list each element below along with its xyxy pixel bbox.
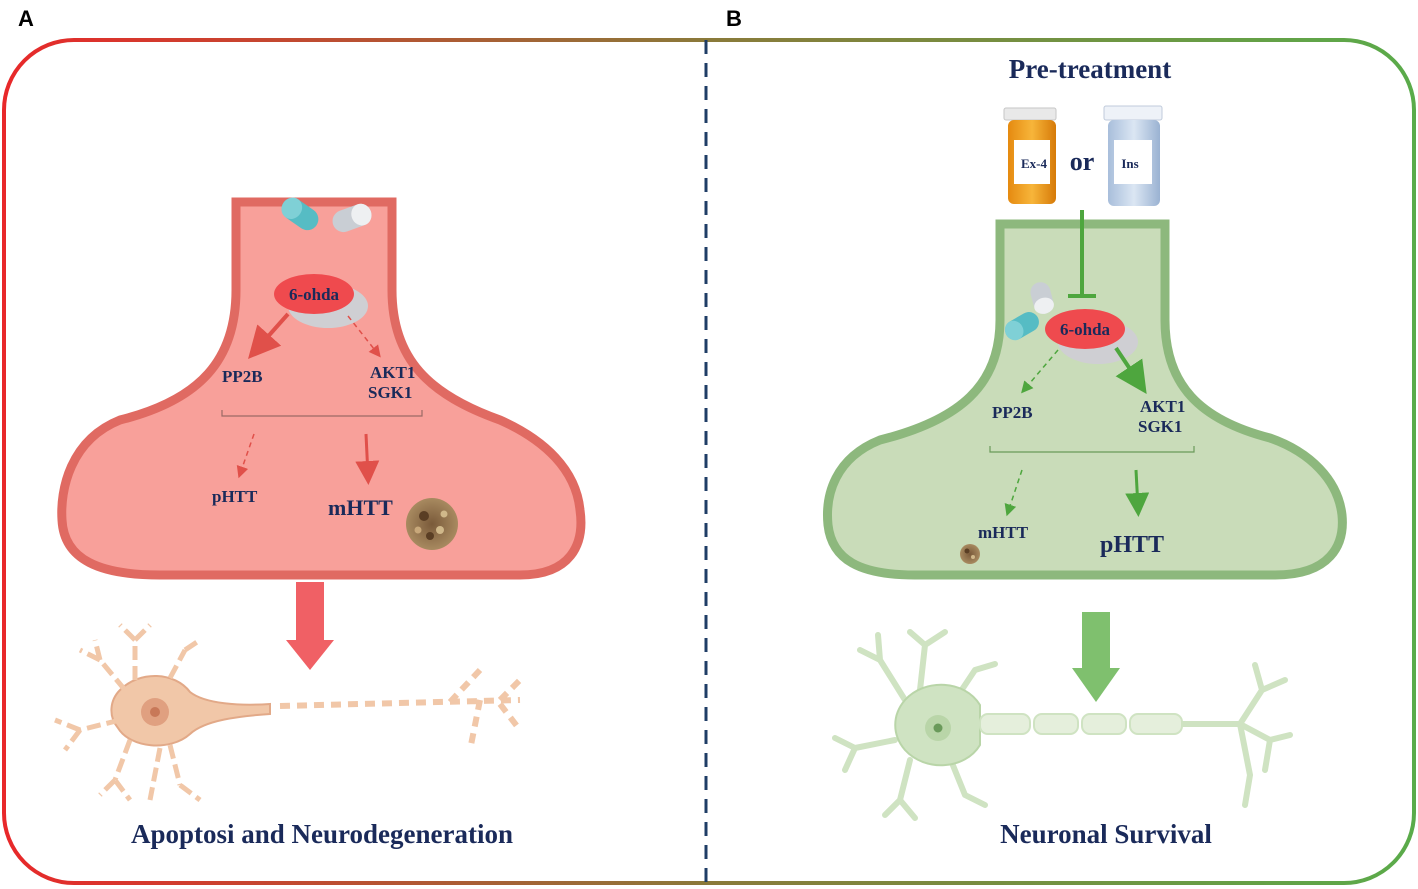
synapse-a	[57, 197, 586, 580]
mhtt-label-a: mHTT	[328, 495, 393, 520]
drug2-label: Ins	[1121, 156, 1138, 171]
phtt-label-b: pHTT	[1100, 532, 1164, 558]
or-label: or	[1070, 147, 1095, 176]
arrow-to-mhtt-a	[355, 433, 380, 485]
pill-bottle-ins-icon	[1103, 105, 1163, 206]
arrow-to-phtt-b	[1125, 469, 1150, 517]
arrow-to-phtt-a	[236, 433, 255, 479]
myelinated-axon	[979, 713, 1183, 735]
enzyme-ellipse-a	[274, 274, 354, 314]
drug1-label: Ex-4	[1021, 156, 1048, 171]
capsule-icon	[281, 197, 372, 233]
panel-a: 6-ohda PP2B AKT1 SGK1 pHTT mHTT	[54, 197, 586, 849]
healthy-neuron-icon	[832, 629, 1293, 821]
pp2b-label-b: PP2B	[992, 403, 1033, 422]
mhtt-label-b: mHTT	[978, 523, 1029, 542]
degenerating-neuron-icon	[54, 623, 523, 802]
akt1-label-b: AKT1	[1140, 397, 1185, 416]
enzyme-label-a: 6-ohda	[289, 285, 340, 304]
arrow-to-akt1-b	[1114, 346, 1147, 394]
enzyme-label-b: 6-ohda	[1060, 320, 1111, 339]
bracket-a	[221, 410, 423, 417]
down-arrow-b	[1072, 612, 1120, 702]
caption-b: Neuronal Survival	[1000, 819, 1212, 849]
neuron-nucleolus-b	[933, 723, 943, 733]
caption-a: Apoptosi and Neurodegeneration	[131, 819, 513, 849]
sgk1-label-a: SGK1	[368, 383, 412, 402]
pretreatment-label: Pre-treatment	[1009, 54, 1171, 84]
sgk1-label-b: SGK1	[1138, 417, 1182, 436]
outer-frame	[2, 38, 1416, 885]
akt1-label-a: AKT1	[370, 363, 415, 382]
panel-letter-b: B	[726, 6, 742, 31]
down-arrow-a	[286, 582, 334, 670]
arrow-to-pp2b-a	[248, 312, 290, 359]
capsule-icon-b	[1004, 282, 1054, 341]
panel-b: Pre-treatment Ex-4 or Ins	[823, 54, 1347, 849]
synapse-b	[823, 219, 1347, 580]
enzyme-ellipse-b	[1045, 309, 1125, 349]
bracket-b	[989, 446, 1195, 453]
arrow-to-mhtt-b	[1004, 469, 1023, 517]
phtt-label-a: pHTT	[212, 487, 258, 506]
arrow-to-akt1-a	[347, 315, 381, 358]
pill-bottle-ex4-icon	[1003, 107, 1057, 204]
protein-aggregate-icon	[406, 498, 458, 550]
panel-letter-a: A	[18, 6, 34, 31]
small-aggregate-icon	[960, 544, 980, 564]
pp2b-label-a: PP2B	[222, 367, 263, 386]
